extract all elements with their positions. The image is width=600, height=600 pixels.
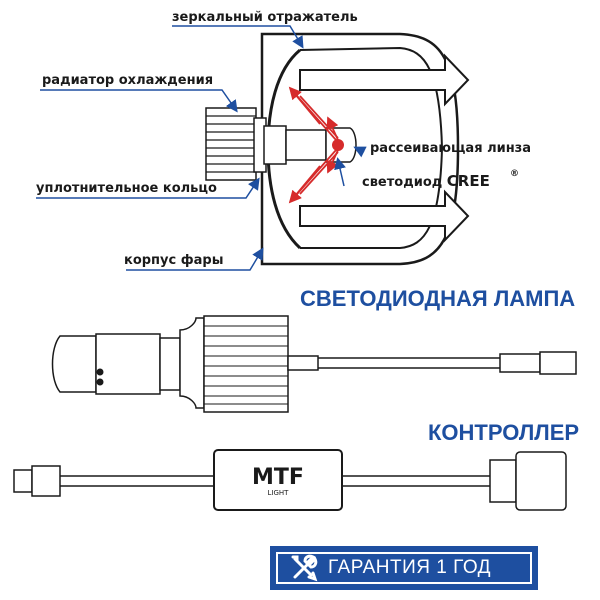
- light-beam-arrow-bottom: [299, 189, 470, 243]
- label-seal-ring: уплотнительное кольцо: [36, 181, 217, 196]
- label-reflector: зеркальный отражатель: [172, 10, 358, 25]
- controller-drawing: [13, 449, 567, 511]
- label-housing: корпус фары: [124, 253, 223, 268]
- headlight-housing: [260, 32, 460, 266]
- label-led: светодиод CREE: [362, 172, 490, 190]
- headlight-section: зеркальный отражатель радиатор охлаждени…: [36, 10, 531, 271]
- wrench-screwdriver-icon: [286, 553, 322, 583]
- warranty-badge: ГАРАНТИЯ 1 ГОД: [270, 546, 538, 590]
- callout-pointers: [36, 25, 367, 271]
- cooling-radiator: [205, 107, 267, 181]
- label-radiator: радиатор охлаждения: [42, 73, 213, 88]
- label-led-brand: CREE: [447, 172, 490, 190]
- controller-title: КОНТРОЛЛЕР: [428, 420, 579, 445]
- label-led-text: светодиод: [362, 175, 442, 190]
- lamp-title: СВЕТОДИОДНАЯ ЛАМПА: [300, 286, 575, 311]
- light-beam-arrow-top: [299, 53, 470, 107]
- label-lens: рассеивающая линза: [370, 141, 531, 156]
- led-lamp-drawing: [51, 315, 577, 413]
- warranty-badge-frame: ГАРАНТИЯ 1 ГОД: [276, 552, 532, 584]
- cree-led-chip: [332, 139, 344, 151]
- label-led-registered: ®: [510, 169, 519, 179]
- controller-logo-sub: LIGHT: [268, 489, 290, 497]
- light-rays: [288, 86, 339, 204]
- warranty-text: ГАРАНТИЯ 1 ГОД: [328, 557, 492, 578]
- controller-logo-brand: MTF: [252, 465, 304, 490]
- bulb-body: [263, 125, 357, 165]
